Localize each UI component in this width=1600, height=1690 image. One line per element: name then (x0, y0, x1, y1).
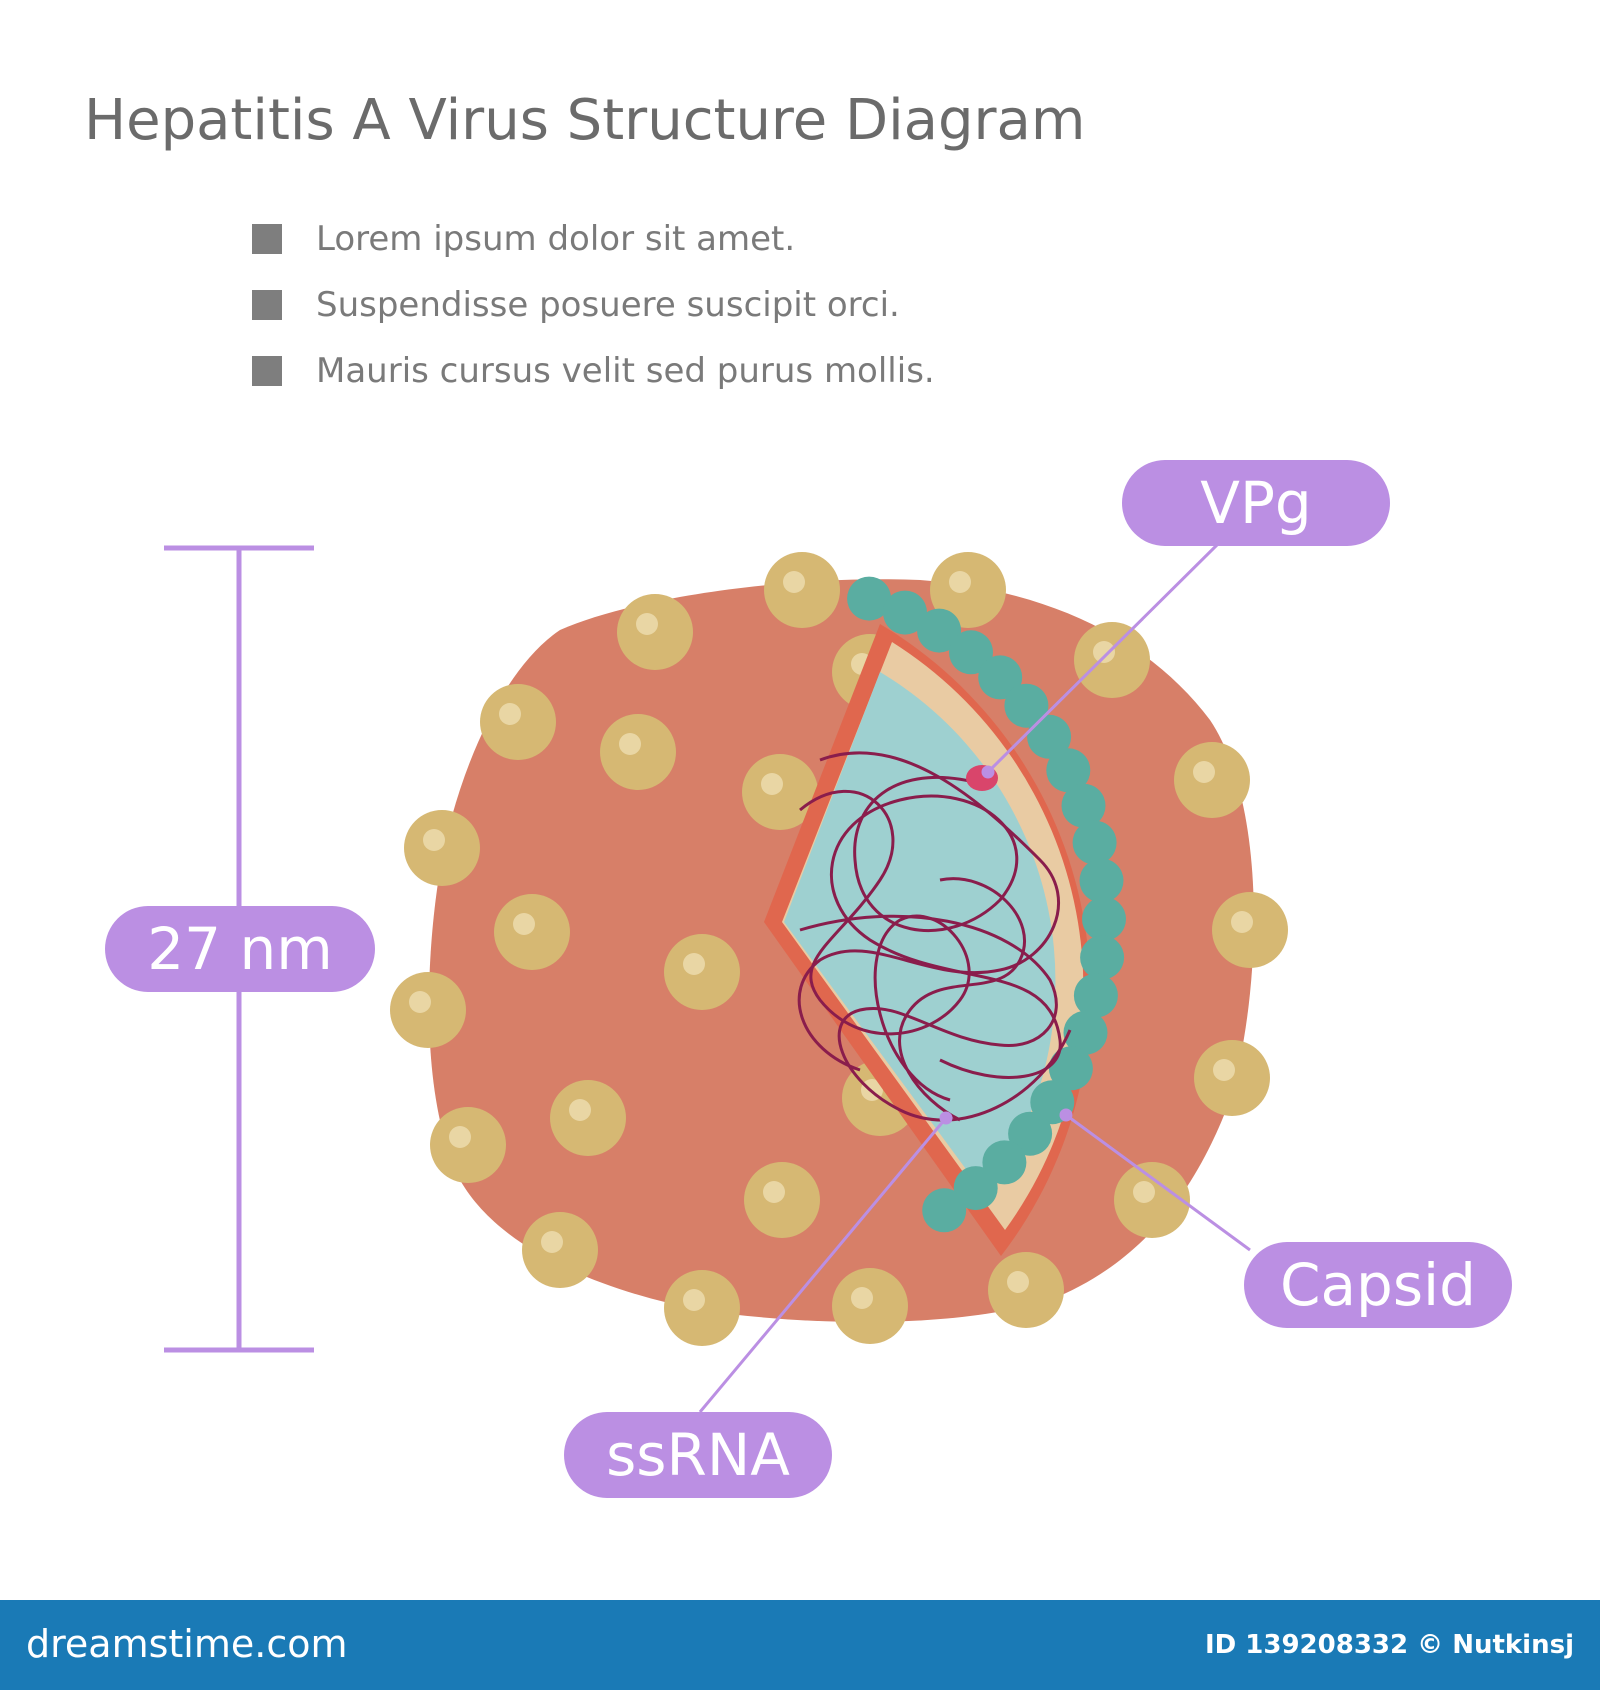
capsomer (1063, 1010, 1108, 1055)
envelope-spike (1114, 1162, 1190, 1238)
envelope-spike (664, 934, 740, 1010)
vpg-label: VPg (1122, 460, 1390, 546)
capsomer (917, 608, 962, 653)
envelope-spike (390, 972, 466, 1048)
bullet-square-icon (252, 224, 282, 254)
envelope-spike (832, 1268, 908, 1344)
envelope-spike (988, 1252, 1064, 1328)
capsomer (1080, 935, 1125, 980)
envelope-spike (617, 594, 693, 670)
envelope-spike (764, 552, 840, 628)
capsomer (953, 1166, 998, 1211)
envelope-spike (1174, 742, 1250, 818)
envelope-spike (404, 810, 480, 886)
capsid-leader-dot (1059, 1108, 1073, 1122)
capsomer (1082, 897, 1126, 941)
envelope-spike (522, 1212, 598, 1288)
leader-lines (698, 538, 1251, 1413)
capsomer (949, 630, 993, 675)
capsomer (978, 655, 1023, 700)
capsomer (1061, 783, 1106, 828)
capsomer (1046, 748, 1091, 793)
envelope-spike (550, 1080, 626, 1156)
envelope-spike (1194, 1040, 1270, 1116)
envelope-spike (1074, 622, 1150, 698)
ssrna-label: ssRNA (564, 1412, 832, 1498)
envelope-spike (742, 754, 818, 830)
capsomer (1008, 1111, 1053, 1156)
bullet-item: Lorem ipsum dolor sit amet. (252, 206, 935, 272)
vpg-leader-line (986, 538, 1224, 774)
scale-label: 27 nm (105, 906, 375, 992)
capsid-label: Capsid (1244, 1242, 1512, 1328)
capsomer (1048, 1046, 1093, 1091)
footer-credit: ID 139208332 © Nutkinsj (1204, 1630, 1574, 1660)
capsomer (982, 1140, 1027, 1185)
bullet-text: Lorem ipsum dolor sit amet. (316, 219, 796, 259)
capsomer (1004, 683, 1049, 728)
bullet-item: Suspendisse posuere suscipit orci. (252, 272, 935, 338)
bullet-list: Lorem ipsum dolor sit amet. Suspendisse … (252, 206, 935, 404)
envelope-spike (600, 714, 676, 790)
footer-bar: dreamstime.com ID 139208332 © Nutkinsj (0, 1600, 1600, 1690)
diagram-title: Hepatitis A Virus Structure Diagram (84, 88, 1086, 153)
bullet-text: Mauris cursus velit sed purus mollis. (316, 351, 935, 391)
envelope-spike (744, 1162, 820, 1238)
bullet-item: Mauris cursus velit sed purus mollis. (252, 338, 935, 404)
envelope-spike (664, 1270, 740, 1346)
envelope-spike (494, 894, 570, 970)
capsid-core (784, 672, 1056, 1195)
capsid-leader-line (1065, 1113, 1251, 1252)
capsomer (1072, 820, 1117, 865)
capsomer (847, 576, 892, 621)
ssrna-leader-dot (939, 1111, 953, 1125)
footer-brand: dreamstime.com (26, 1622, 348, 1666)
bullet-square-icon (252, 356, 282, 386)
bullet-text: Suspendisse posuere suscipit orci. (316, 285, 900, 325)
capsomer (883, 590, 927, 635)
capsomer (1027, 714, 1072, 759)
envelope-spike (930, 552, 1006, 628)
ssrna-leader-line (698, 1117, 948, 1413)
virus-diagram (164, 538, 1288, 1413)
capsomer (1073, 973, 1118, 1018)
envelope-spike (1212, 892, 1288, 968)
envelope-spike (480, 684, 556, 760)
vpg-leader-dot (981, 765, 995, 779)
envelope-spike (430, 1107, 506, 1183)
bullet-square-icon (252, 290, 282, 320)
capsomer (1079, 858, 1124, 903)
ssrna-strand (797, 751, 1072, 1122)
capsomer (922, 1188, 967, 1233)
